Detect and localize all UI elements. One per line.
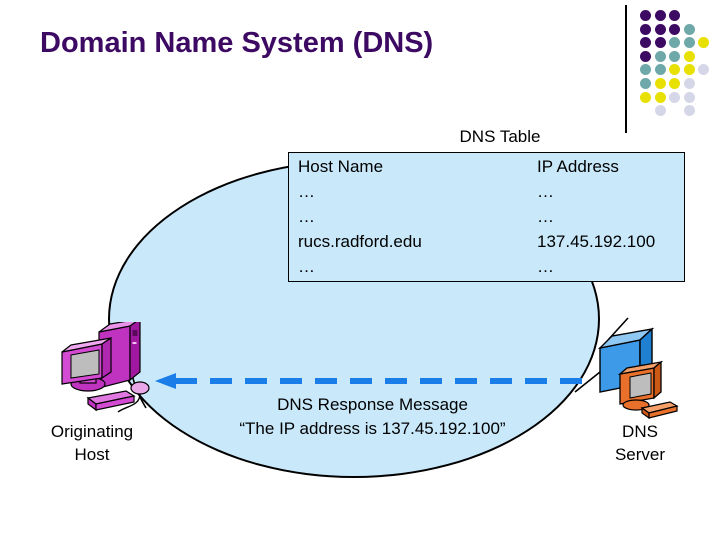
table-row: rucs.radford.edu 137.45.192.100 [289, 230, 684, 254]
decorative-dot [640, 78, 651, 89]
cell-host-name: … [298, 257, 315, 276]
server-computer-icon [597, 327, 679, 420]
decorative-dot [669, 64, 680, 76]
column-header-ip-address: IP Address [537, 157, 619, 176]
decorative-vertical-rule [625, 5, 627, 133]
decorative-dot [640, 37, 651, 49]
decorative-dot [669, 23, 680, 35]
dns-response-arrow-icon [155, 373, 590, 389]
host-label-line2: Host [74, 445, 110, 464]
cell-host-name: … [298, 182, 315, 201]
server-label-line2: Server [614, 445, 666, 464]
cell-ip-address: … [537, 207, 554, 226]
server-label-line1: DNS [622, 422, 658, 441]
decorative-dot [654, 50, 666, 62]
decorative-dot-grid-icon [640, 10, 718, 120]
desktop-computer-icon [61, 322, 150, 413]
decorative-dot [654, 37, 666, 49]
decorative-dot [683, 37, 695, 49]
decorative-dot [654, 64, 666, 76]
cell-host-name: … [298, 207, 315, 226]
table-row: … … [289, 255, 684, 279]
originating-host-label: Originating Host [12, 420, 172, 466]
decorative-dot [698, 64, 709, 76]
decorative-dot [654, 91, 666, 103]
dns-server-label: DNS Server [570, 420, 710, 466]
decorative-dot [640, 91, 651, 103]
decorative-dot [669, 78, 680, 89]
table-header-row: Host Name IP Address [289, 155, 684, 179]
response-message-body: “The IP address is 137.45.192.100” [239, 419, 506, 438]
decorative-dot [683, 50, 695, 62]
dns-table-caption: DNS Table [459, 127, 541, 146]
page-title: Domain Name System (DNS) [40, 27, 434, 59]
decorative-dot [669, 37, 680, 49]
decorative-dot [654, 10, 666, 21]
decorative-dot [683, 23, 695, 35]
decorative-dot [683, 64, 695, 76]
decorative-dot [654, 23, 666, 35]
decorative-dot [669, 91, 680, 103]
cell-ip-address: … [537, 257, 554, 276]
cell-ip-address: 137.45.192.100 [537, 232, 656, 251]
decorative-dot [640, 64, 651, 76]
decorative-dot [698, 37, 709, 49]
cell-ip-address: … [537, 182, 554, 201]
decorative-dot [669, 10, 680, 21]
decorative-dot [640, 50, 651, 62]
dns-table: Host Name IP Address … … … … rucs.radfor… [288, 152, 685, 282]
column-header-host-name: Host Name [298, 157, 384, 176]
decorative-dot [683, 78, 695, 89]
decorative-dot [654, 105, 666, 117]
decorative-dot [640, 23, 651, 35]
cell-host-name: rucs.radford.edu [298, 232, 422, 251]
decorative-dot [640, 10, 651, 21]
decorative-dot [654, 78, 666, 89]
table-row: … … [289, 205, 684, 229]
response-message-title: DNS Response Message [277, 395, 468, 414]
decorative-dot [683, 91, 695, 103]
decorative-dot [683, 105, 695, 117]
table-row: … … [289, 180, 684, 204]
host-label-line1: Originating [50, 422, 134, 441]
decorative-dot [669, 50, 680, 62]
